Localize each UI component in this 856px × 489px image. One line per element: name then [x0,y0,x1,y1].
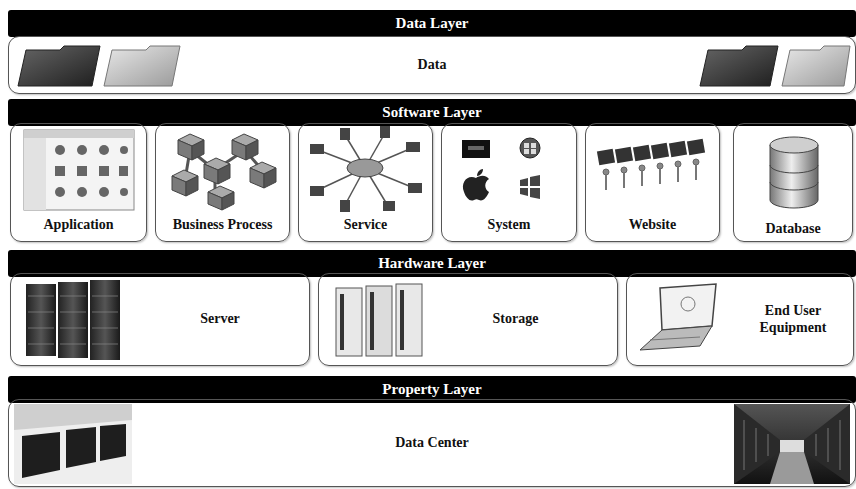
folder-icons [18,46,850,86]
component-label: Website [629,217,676,233]
component-box: Application [10,123,147,242]
component-label: System [488,217,531,233]
component-box: Server [10,273,310,366]
website-icon [597,139,705,190]
component-box: Business Process [155,123,290,242]
component-label: End User Equipment [740,303,846,335]
component-box: System [441,123,577,242]
component-label: Server [200,311,240,327]
database-icon [770,137,818,208]
component-box: Database [733,123,853,242]
component-label: Application [43,217,113,233]
server-icon [26,280,120,360]
component-box: Service [298,123,433,242]
component-box: End User Equipment [626,273,854,366]
business-process-icon [172,134,276,210]
storage-icon [336,284,422,356]
component-box: Website [585,123,720,242]
component-label: Business Process [173,217,273,233]
layer-title: Data Layer [396,15,469,32]
component-box: Data [8,36,856,94]
layer-band: Data Layer [8,10,856,37]
service-icon [310,126,422,212]
data-center-photos [14,404,850,484]
component-label: Data [418,57,447,73]
layer-title: Software Layer [382,104,481,121]
component-label: Service [344,217,388,233]
component-label: Storage [493,311,539,327]
layer-title: Hardware Layer [378,255,486,272]
system-logos [462,138,540,201]
layer-title: Property Layer [382,381,481,398]
component-label: Data Center [395,435,468,451]
component-box: Data Center [8,399,856,487]
component-box: Storage [318,273,618,366]
application-icon [24,130,134,210]
component-label: Database [765,221,820,237]
laptop-icon [640,284,716,350]
